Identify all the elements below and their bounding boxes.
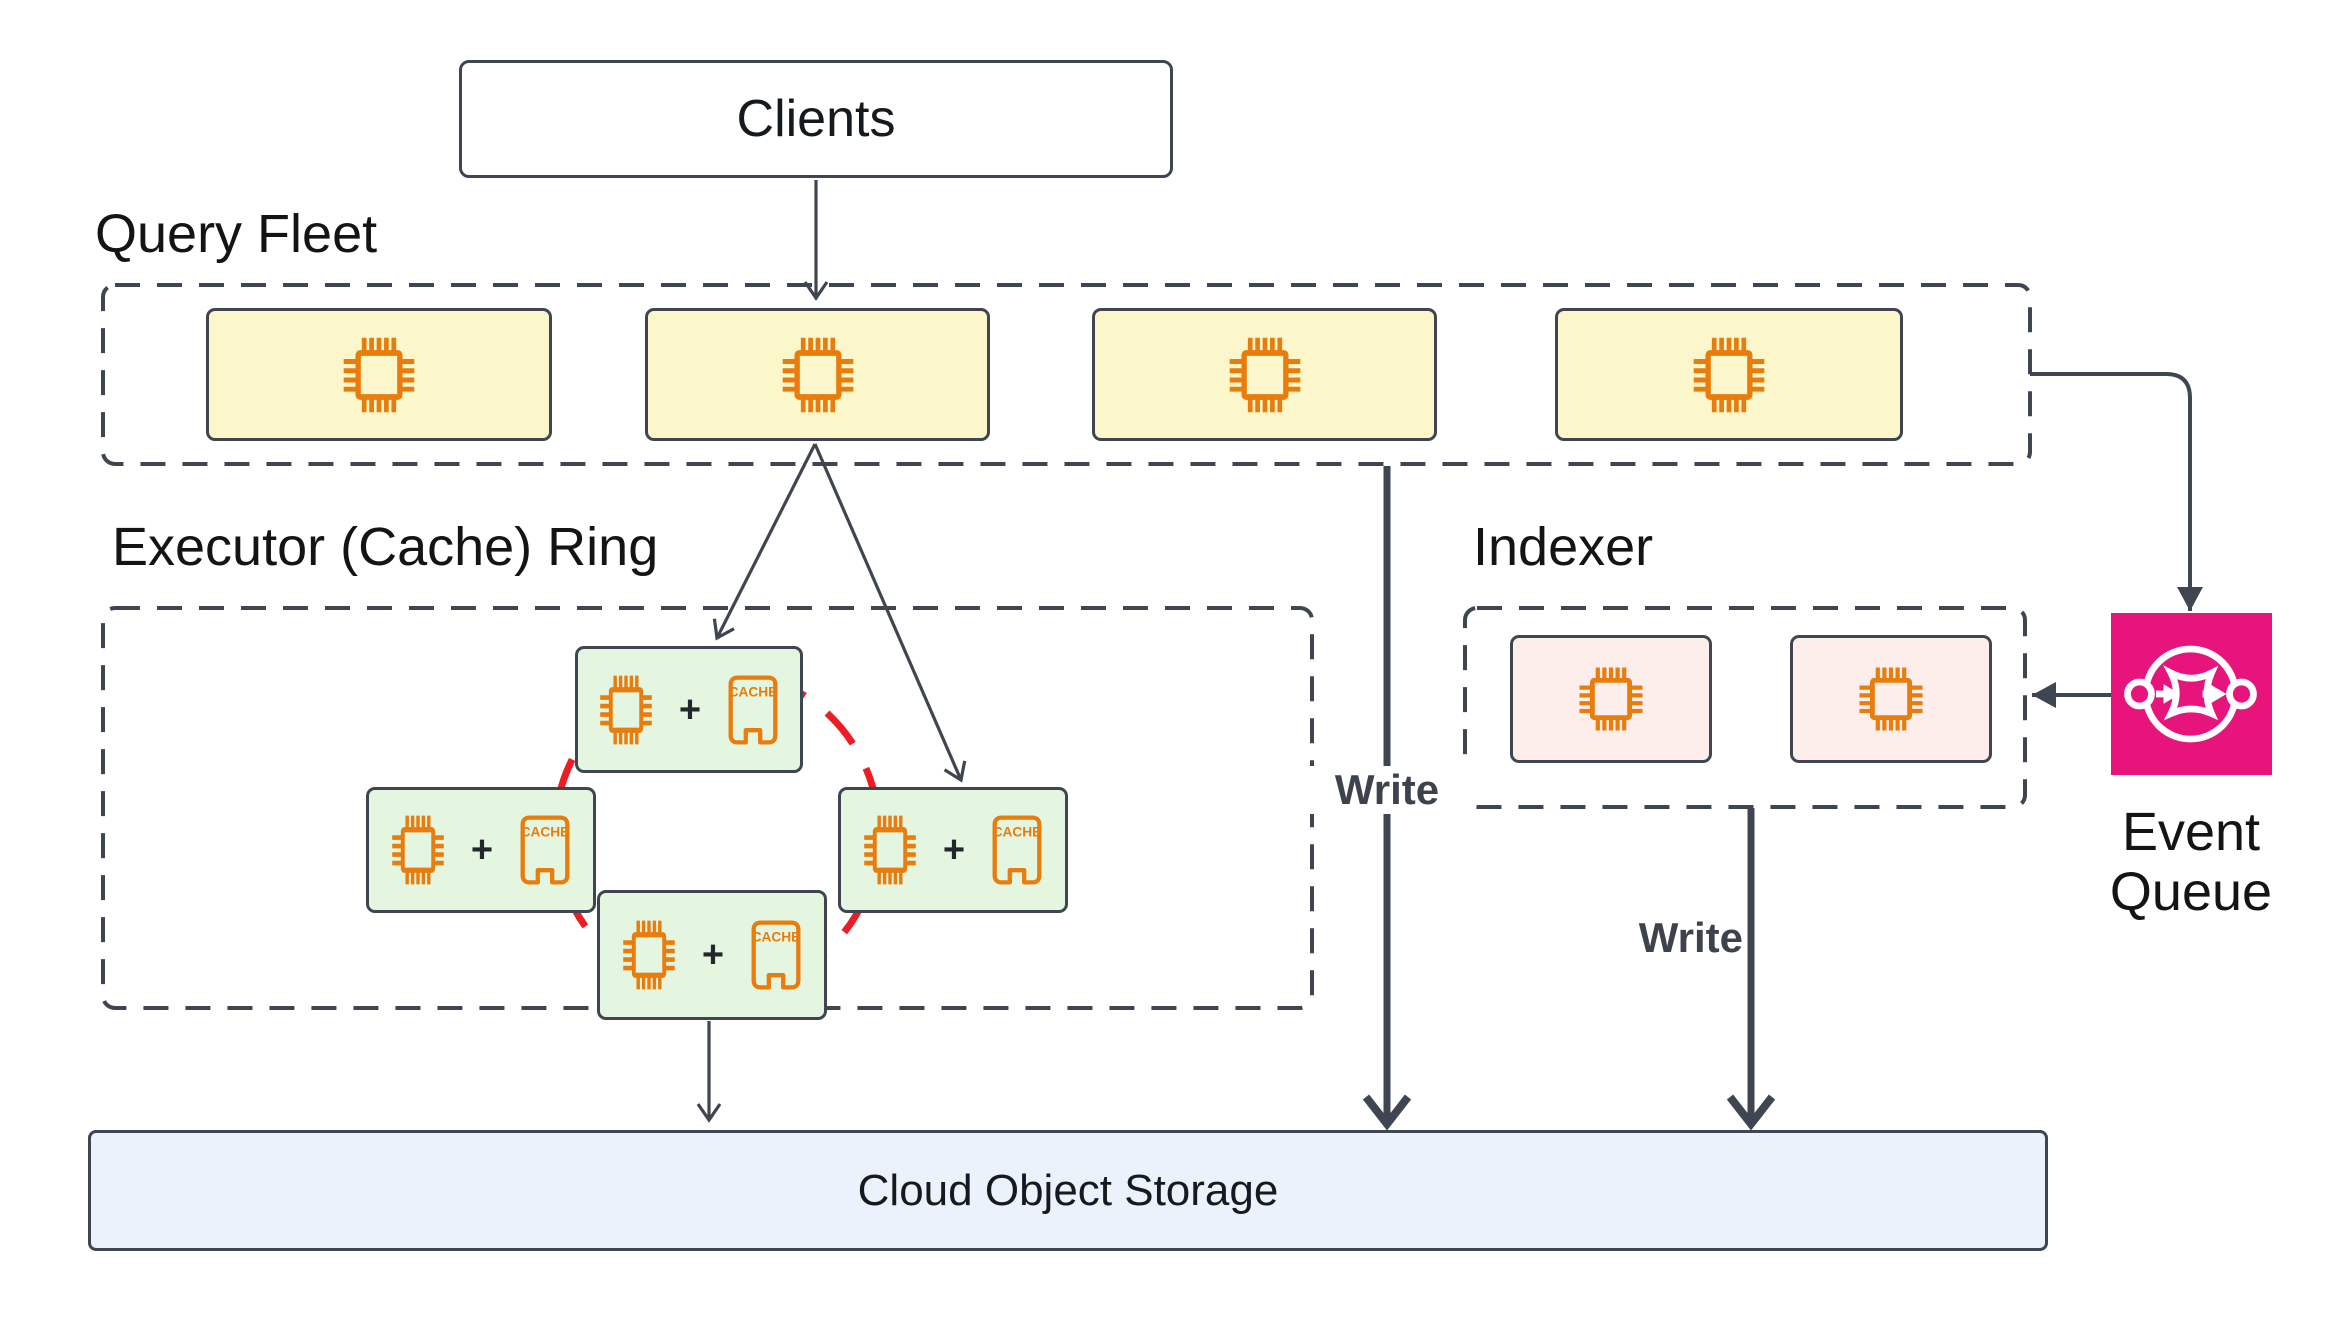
query-fleet-container — [101, 283, 2032, 466]
cpu-chip-icon — [781, 336, 855, 414]
write-label-indexer: Write — [1583, 914, 1743, 962]
edge-query-to-executor-top — [712, 443, 817, 641]
query-node — [1555, 308, 1903, 441]
cache-card-icon — [727, 674, 779, 746]
cpu-chip-icon — [1578, 666, 1644, 732]
query-node — [206, 308, 552, 441]
plus-sign: + — [701, 934, 725, 976]
cpu-chip-icon — [391, 814, 445, 886]
clients-node: Clients — [459, 60, 1173, 178]
write-label-query: Write — [1307, 766, 1467, 814]
event-queue-node — [2111, 613, 2272, 775]
cpu-chip-icon — [1228, 336, 1302, 414]
cpu-chip-icon — [1692, 336, 1766, 414]
indexer-label: Indexer — [1473, 517, 1654, 577]
cpu-chip-icon — [863, 814, 917, 886]
indexer-container — [1463, 606, 2027, 809]
edge-query-fleet-to-event-queue — [2030, 372, 2203, 611]
plus-sign: + — [942, 829, 966, 871]
cpu-chip-icon — [622, 919, 676, 991]
plus-sign: + — [678, 688, 702, 731]
clients-label: Clients — [736, 90, 896, 148]
cache-card-icon — [519, 814, 571, 886]
cpu-chip-icon — [599, 674, 653, 746]
plus-sign: + — [470, 829, 494, 871]
event-bus-icon — [2117, 619, 2267, 769]
cloud-object-storage-node: Cloud Object Storage — [88, 1130, 2048, 1251]
executor-node: + — [838, 787, 1068, 913]
query-fleet-label: Query Fleet — [95, 204, 378, 264]
executor-node: + — [575, 646, 803, 773]
edge-query-to-executor-right — [813, 443, 967, 783]
cache-card-icon — [991, 814, 1043, 886]
cloud-object-storage-label: Cloud Object Storage — [857, 1165, 1279, 1215]
executor-node: + — [597, 890, 827, 1020]
executor-ring-label: Executor (Cache) Ring — [112, 517, 659, 577]
indexer-node — [1790, 635, 1992, 763]
query-node — [645, 308, 990, 441]
cpu-chip-icon — [342, 336, 416, 414]
cpu-chip-icon — [1858, 666, 1924, 732]
executor-node: + — [366, 787, 596, 913]
query-node — [1092, 308, 1437, 441]
cache-card-icon — [750, 919, 802, 991]
indexer-node — [1510, 635, 1712, 763]
event-queue-label: Event Queue — [2109, 802, 2273, 922]
